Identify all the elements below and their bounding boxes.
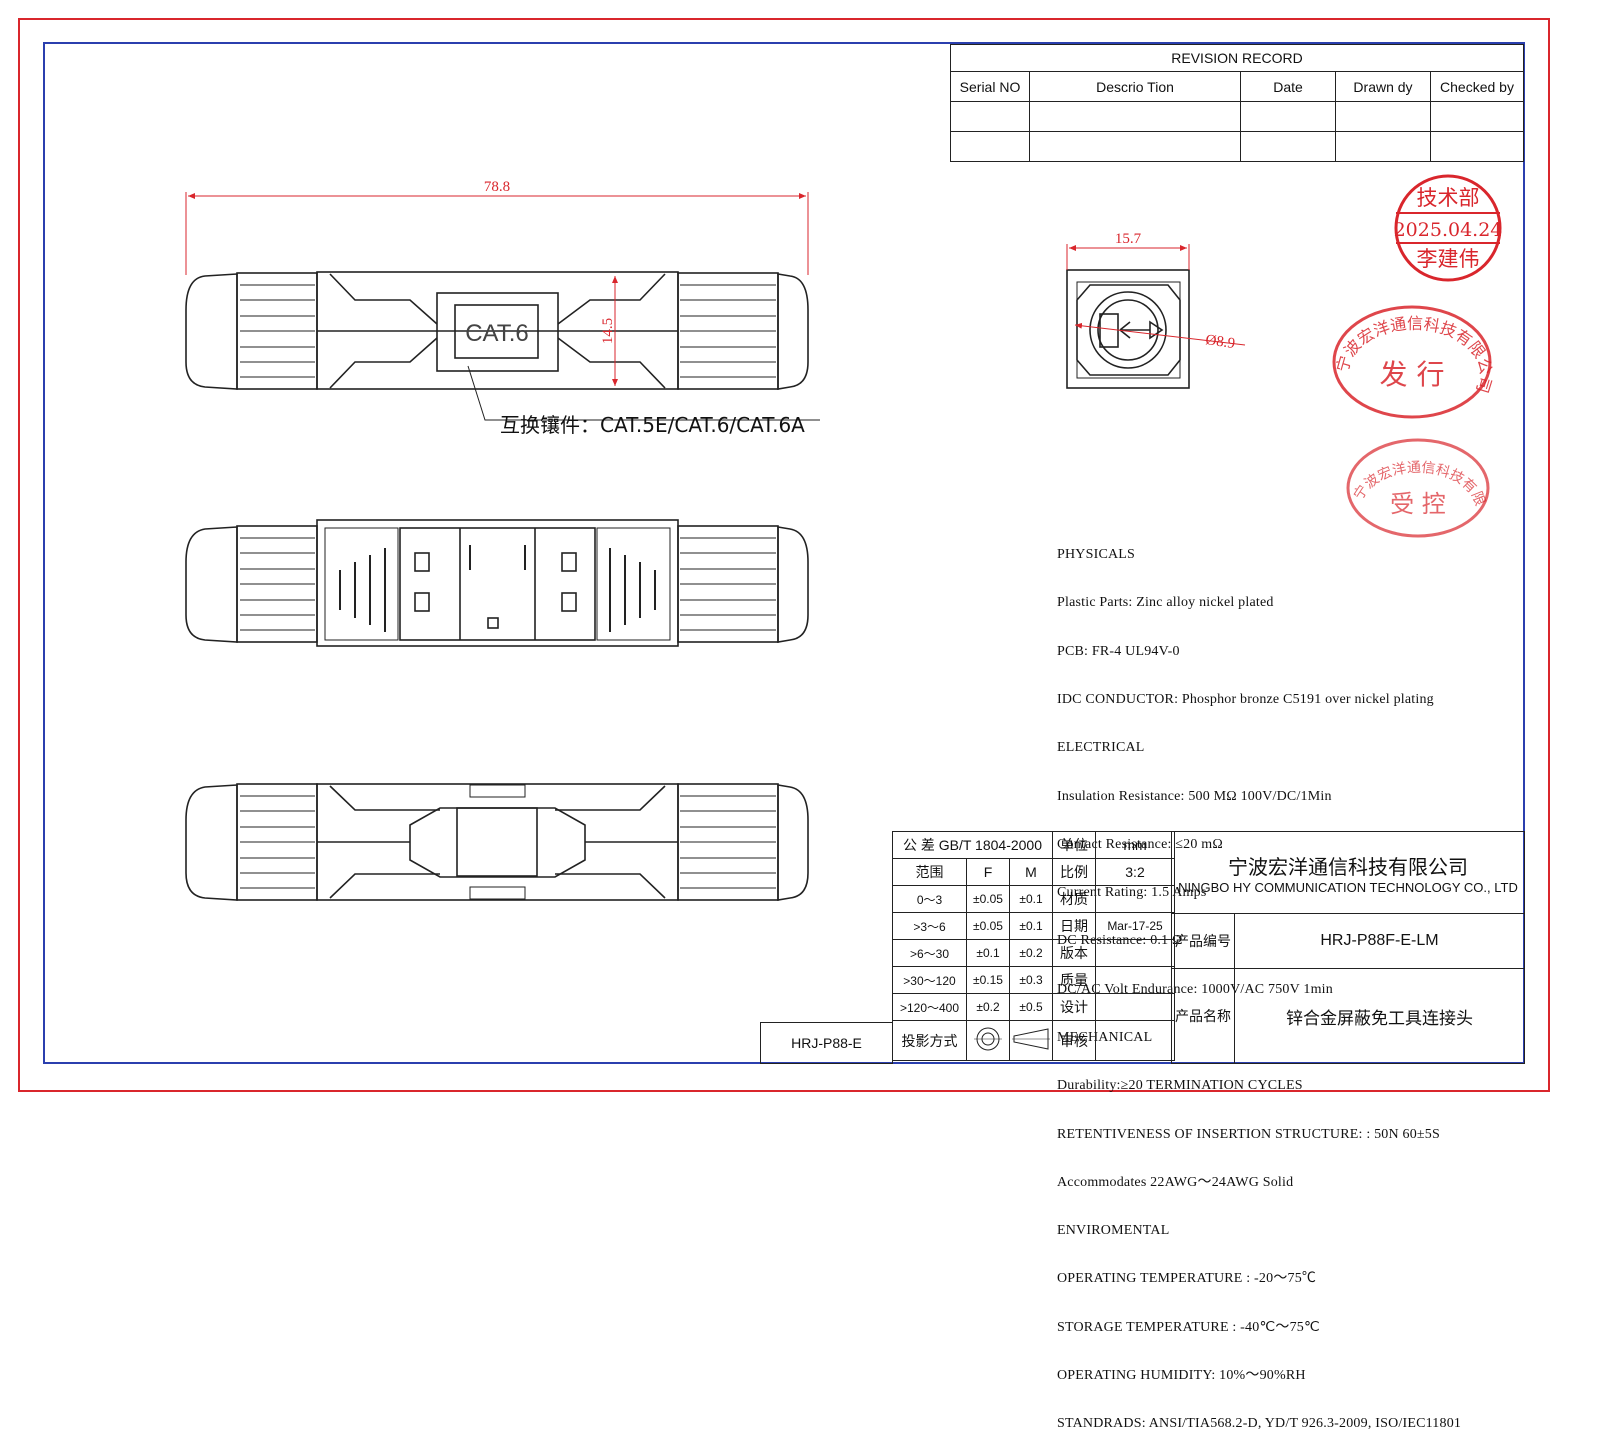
connector-bottom-view xyxy=(185,783,809,901)
rev-header-drawn: Drawn dy xyxy=(1335,71,1431,102)
control-stamp: 宁波宏洋通信科技有限公司 受 控 xyxy=(0,0,1490,538)
revision-record-table: REVISION RECORD Serial NO Descrio Tion D… xyxy=(950,44,1524,162)
f-tolerance-cell: ±0.2 xyxy=(966,993,1010,1021)
projection-symbol-cone xyxy=(1009,1020,1053,1061)
spec-line: OPERATING TEMPERATURE : -20～75℃ xyxy=(1057,1271,1317,1287)
spec-line: PHYSICALS xyxy=(1057,547,1136,563)
issue-stamp-label: 发 行 xyxy=(1380,358,1445,391)
review-label: 审核 xyxy=(1052,1020,1096,1061)
issue-stamp: 宁波宏洋通信科技有限公司 发 行 xyxy=(1332,305,1496,419)
revision-title: REVISION RECORD xyxy=(950,44,1524,72)
mass-value xyxy=(1095,966,1175,994)
material-label: 材质 xyxy=(1052,885,1096,913)
product-no: HRJ-P88F-E-LM xyxy=(1234,913,1525,969)
f-tolerance-cell: ±0.05 xyxy=(966,885,1010,913)
dim-length xyxy=(185,192,809,275)
f-tolerance-cell: ±0.05 xyxy=(966,912,1010,940)
company-name-cn: 宁波宏洋通信科技有限公司 xyxy=(1228,856,1468,879)
dim-width-label: 15.7 xyxy=(1115,231,1142,247)
m-tolerance-cell: ±0.5 xyxy=(1009,993,1053,1021)
range-cell: >120～400 xyxy=(892,993,967,1021)
range-header: 范围 xyxy=(892,858,967,886)
material-value xyxy=(1095,885,1175,913)
range-cell: >6～30 xyxy=(892,939,967,967)
review-value xyxy=(1095,1020,1175,1061)
mass-label: 质量 xyxy=(1052,966,1096,994)
product-no-label: 产品编号 xyxy=(1171,913,1235,969)
spec-line: OPERATING HUMIDITY: 10%～90%RH xyxy=(1057,1367,1306,1383)
stamp-date: 2025.04.24 xyxy=(1394,219,1503,241)
m-tolerance-cell: ±0.2 xyxy=(1009,939,1053,967)
approval-stamp: 技术部 2025.04.24 李建伟 xyxy=(1394,174,1503,282)
spec-line: STANDRADS: ANSI/TIA568.2-D, YD/T 926.3-2… xyxy=(1057,1416,1462,1432)
module-label: CAT.6 xyxy=(465,320,529,347)
design-label: 设计 xyxy=(1052,993,1096,1021)
spec-line: Accommodates 22AWG～24AWG Solid xyxy=(1057,1174,1294,1190)
unit-label: 单位 xyxy=(1052,831,1096,859)
tolerance-table: 公 差 GB/T 1804-2000 单位 mm 范围 F M 比例 3:2 0… xyxy=(892,831,1175,1061)
m-tolerance-cell: ±0.1 xyxy=(1009,885,1053,913)
product-name: 锌合金屏蔽免工具连接头 xyxy=(1234,968,1525,1064)
unit-value: mm xyxy=(1095,831,1175,859)
control-stamp-label: 受 控 xyxy=(1390,490,1446,518)
stamp-name: 李建伟 xyxy=(1417,247,1480,271)
range-cell: 0～3 xyxy=(892,885,967,913)
dim-height-label: 14.5 xyxy=(600,318,616,344)
dim-width xyxy=(1066,244,1246,346)
stamp-dept: 技术部 xyxy=(1417,186,1480,210)
company-cell: 宁波宏洋通信科技有限公司 NINGBO HY COMMUNICATION TEC… xyxy=(1171,831,1525,914)
outer-border xyxy=(18,18,1550,1092)
design-value xyxy=(1095,993,1175,1021)
product-info-table: 宁波宏洋通信科技有限公司 NINGBO HY COMMUNICATION TEC… xyxy=(1171,831,1525,1064)
dim-length-label: 78.8 xyxy=(484,179,510,195)
dim-diameter-label: Ø8.9 xyxy=(1204,332,1236,352)
connector-side-view xyxy=(185,519,809,647)
version-value xyxy=(1095,939,1175,967)
scale-label: 比例 xyxy=(1052,858,1096,886)
insert-callout: 互换镶件：CAT.5E/CAT.6/CAT.6A xyxy=(500,413,805,437)
company-name-en: NINGBO HY COMMUNICATION TECHNOLOGY CO., … xyxy=(1178,879,1518,895)
technical-drawing: CAT.6 78.8 14.5 互换镶件：CAT.5E/CAT.6/CAT.6A xyxy=(0,0,1503,901)
projection-cone-icon xyxy=(1012,1028,1050,1050)
spec-line: PCB: FR-4 UL94V-0 xyxy=(1057,643,1180,659)
rev-header-description: Descrio Tion xyxy=(1029,71,1241,102)
rev-header-serial: Serial NO xyxy=(950,71,1030,102)
connector-top-view: CAT.6 xyxy=(185,271,820,421)
projection-symbol-circle xyxy=(966,1020,1010,1061)
range-cell: >30～120 xyxy=(892,966,967,994)
m-tolerance-cell: ±0.1 xyxy=(1009,912,1053,940)
tolerance-standard: 公 差 GB/T 1804-2000 xyxy=(892,831,1053,859)
model-code-table: HRJ-P88-E xyxy=(760,1022,893,1064)
first-angle-projection-icon xyxy=(974,1027,1002,1051)
scale-value: 3:2 xyxy=(1095,858,1175,886)
date-label: 日期 xyxy=(1052,912,1096,940)
model-code: HRJ-P88-E xyxy=(760,1022,893,1064)
m-header: M xyxy=(1009,858,1053,886)
f-header: F xyxy=(966,858,1010,886)
spec-line: STORAGE TEMPERATURE : -40℃～75℃ xyxy=(1057,1319,1320,1335)
date-value: Mar-17-25 xyxy=(1095,912,1175,940)
f-tolerance-cell: ±0.1 xyxy=(966,939,1010,967)
version-label: 版本 xyxy=(1052,939,1096,967)
spec-line: Insulation Resistance: 500 MΩ 100V/DC/1M… xyxy=(1057,788,1332,804)
spec-line: Durability:≥20 TERMINATION CYCLES xyxy=(1057,1078,1303,1094)
m-tolerance-cell: ±0.3 xyxy=(1009,966,1053,994)
range-cell: >3～6 xyxy=(892,912,967,940)
spec-line: RETENTIVENESS OF INSERTION STRUCTURE: : … xyxy=(1057,1126,1440,1142)
projection-label: 投影方式 xyxy=(892,1020,967,1061)
product-name-label: 产品名称 xyxy=(1171,968,1235,1064)
spec-line: ENVIROMENTAL xyxy=(1057,1223,1170,1239)
spec-line: ELECTRICAL xyxy=(1057,740,1145,756)
f-tolerance-cell: ±0.15 xyxy=(966,966,1010,994)
spec-line: Plastic Parts: Zinc alloy nickel plated xyxy=(1057,595,1274,611)
spec-line: IDC CONDUCTOR: Phosphor bronze C5191 ove… xyxy=(1057,692,1434,708)
connector-end-view xyxy=(1066,269,1190,389)
